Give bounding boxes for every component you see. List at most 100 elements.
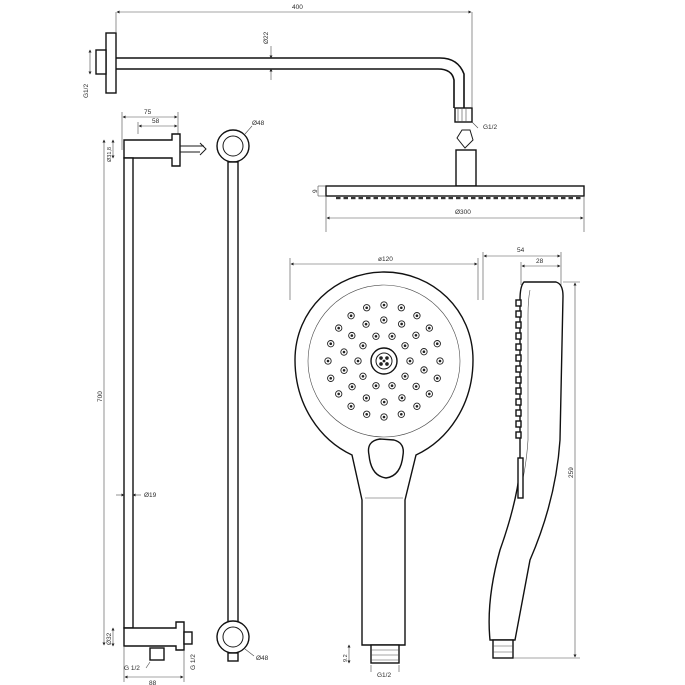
head-nozzle-row	[336, 197, 581, 200]
spray-nozzle	[327, 374, 335, 382]
spray-nozzle	[413, 402, 421, 410]
head-nozzle	[441, 197, 446, 200]
center-jet	[382, 359, 386, 363]
upper-holder-ring	[216, 129, 250, 163]
shower-arm	[116, 57, 465, 108]
side-nozzle	[515, 332, 522, 340]
lower-outlet-right	[183, 631, 193, 645]
dim-rail-length: 700	[97, 391, 104, 402]
spray-nozzle	[433, 340, 441, 348]
lower-outlet-left	[149, 647, 165, 661]
head-nozzle	[396, 197, 401, 200]
side-nozzle	[515, 420, 522, 428]
center-jet	[379, 356, 383, 360]
spray-nozzle	[413, 312, 421, 320]
side-nozzle-bumps	[515, 299, 522, 439]
dim-head-thickness: 9	[312, 189, 319, 193]
spray-nozzle	[335, 390, 343, 398]
head-nozzle	[336, 197, 341, 200]
spray-nozzle	[362, 394, 371, 402]
spray-nozzle	[372, 332, 380, 340]
spray-nozzle	[372, 382, 380, 390]
spray-nozzle	[412, 382, 420, 391]
head-nozzle	[351, 197, 356, 200]
lower-holder-ring	[216, 620, 250, 654]
spray-nozzle	[433, 374, 441, 382]
wall-flange	[105, 32, 117, 94]
side-nozzle	[515, 299, 522, 307]
head-nozzle	[366, 197, 371, 200]
dim-head-thread: G1/2	[483, 124, 497, 131]
head-nozzle	[358, 197, 363, 200]
spray-nozzle	[340, 366, 348, 374]
spray-nozzle	[380, 316, 388, 324]
side-nozzle	[515, 354, 522, 362]
spray-nozzle	[359, 372, 367, 380]
head-nozzle	[478, 197, 483, 200]
upper-bracket	[123, 133, 181, 167]
spray-nozzle	[347, 402, 355, 410]
head-nozzle	[373, 197, 378, 200]
dim-arm-length: 400	[292, 4, 303, 11]
side-nozzle	[515, 431, 522, 439]
head-nozzle	[456, 197, 461, 200]
spray-nozzle	[436, 357, 444, 365]
dim-hand-depth: 54	[517, 247, 525, 254]
arm-nut	[454, 107, 473, 123]
head-nozzle	[343, 197, 348, 200]
head-nozzle	[568, 197, 573, 200]
dim-head-diameter: Ø300	[455, 209, 471, 216]
dim-holder-diameter-top: Ø48	[252, 120, 265, 127]
spray-nozzle	[406, 357, 414, 365]
spray-nozzle	[348, 383, 356, 391]
spray-nozzle	[363, 410, 371, 418]
side-nozzle	[515, 365, 522, 373]
dim-bracket-75: 75	[144, 109, 152, 116]
spray-nozzle	[335, 324, 343, 332]
rail-bar	[123, 157, 134, 629]
dim-outlet-spacing: 88	[149, 680, 157, 685]
shower-arm-view: 400 Ø22 G1/2 G1/2 9 Ø300	[83, 4, 585, 232]
dim-face-diameter: ø120	[378, 256, 393, 263]
side-nozzle	[515, 343, 522, 351]
head-nozzle	[553, 197, 558, 200]
front-rail-bar	[227, 161, 239, 623]
head-nozzle	[388, 197, 393, 200]
head-nozzle	[381, 197, 386, 200]
side-nozzle	[515, 321, 522, 329]
spray-nozzle	[362, 320, 370, 328]
head-nozzle	[403, 197, 408, 200]
head-nozzle	[411, 197, 416, 200]
spray-nozzle	[397, 304, 405, 312]
dim-hand-thread: G1/2	[377, 672, 391, 679]
side-nozzle	[515, 409, 522, 417]
spray-nozzles	[324, 301, 444, 421]
spray-nozzle	[380, 301, 388, 309]
side-mode-button	[517, 457, 524, 499]
head-nozzle	[426, 197, 431, 200]
spray-nozzle	[412, 331, 420, 339]
head-nozzle	[418, 197, 423, 200]
spray-nozzle	[425, 390, 433, 398]
head-nozzle	[523, 197, 528, 200]
head-connector	[455, 149, 477, 187]
side-nozzle	[515, 387, 522, 395]
wall-inlet	[95, 49, 107, 75]
spray-nozzle	[420, 348, 428, 356]
side-outlet	[492, 639, 514, 659]
spray-nozzle	[363, 304, 371, 312]
dim-lower-bracket-diameter: Ø32	[106, 632, 113, 645]
side-nozzle	[515, 310, 522, 318]
front-outlet	[227, 652, 239, 662]
head-nozzle	[531, 197, 536, 200]
spray-nozzle	[401, 342, 409, 350]
head-nozzle	[463, 197, 468, 200]
dim-bracket-58: 58	[152, 118, 160, 125]
head-nozzle	[538, 197, 543, 200]
dim-hand-length: 259	[568, 467, 575, 478]
slide-rail-front-view: Ø48 Ø48	[216, 120, 269, 662]
ball-joint	[456, 129, 474, 149]
spray-nozzle	[401, 372, 409, 380]
rain-shower-head	[325, 185, 585, 197]
